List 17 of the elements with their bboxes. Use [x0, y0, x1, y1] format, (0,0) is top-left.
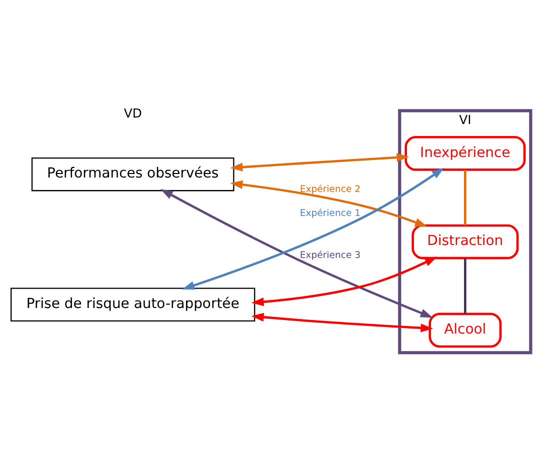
arrow: [230, 180, 428, 227]
arrow: [182, 168, 444, 290]
arrow: [251, 312, 434, 332]
edge-label: Expérience 3: [300, 250, 361, 261]
connector: [464, 258, 466, 314]
arrow: [160, 189, 433, 318]
node-box: Prise de risque auto-rapportée: [10, 288, 256, 322]
node-box: Inexpérience: [404, 136, 526, 171]
arrow: [230, 153, 410, 172]
edge-label: Expérience 2: [300, 184, 361, 195]
arrow: [251, 256, 438, 306]
node-box: Performances observées: [31, 157, 234, 192]
node-box: Distraction: [412, 224, 519, 260]
node-box: Alcool: [428, 312, 502, 348]
label: VD: [124, 106, 142, 121]
connector: [464, 170, 466, 226]
edge-label: Expérience 1: [300, 208, 361, 219]
